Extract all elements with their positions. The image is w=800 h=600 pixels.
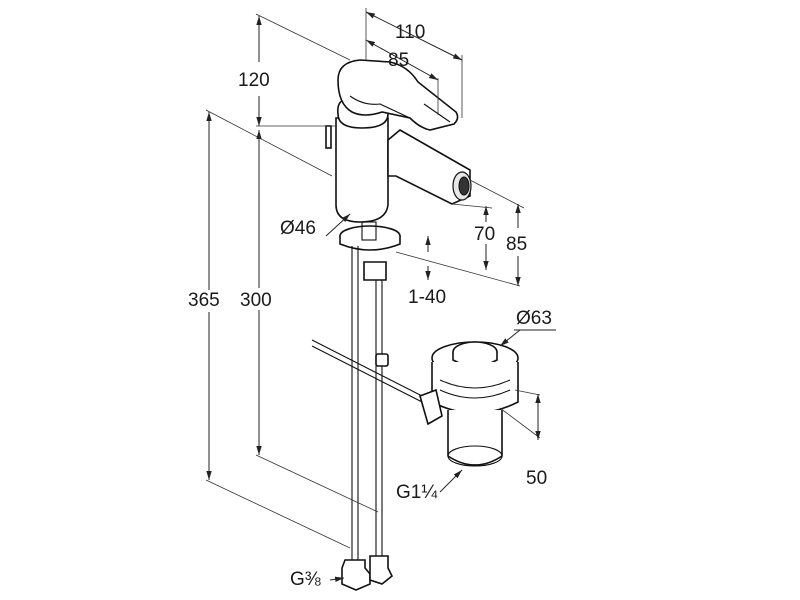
pop-up-rod (325, 125, 332, 149)
dimension-lines (206, 11, 556, 582)
dim-365-label: 365 (188, 290, 220, 311)
hose-connector-left (341, 559, 371, 591)
hose-connector-right (369, 555, 394, 585)
dim-50-label: 50 (526, 468, 547, 489)
dim-g3-eighth-label: G⅜ (290, 569, 321, 590)
dim-120-label: 120 (238, 70, 270, 91)
mixer-body (325, 59, 472, 223)
dim-diameter-46-label: Ø46 (280, 218, 316, 239)
dim-g1-quarter-label: G1¼ (396, 482, 438, 503)
dim-85-handle-label: 85 (388, 50, 409, 71)
dim-85-spout-label: 85 (506, 234, 527, 255)
dim-300-label: 300 (240, 290, 272, 311)
pop-up-waste (419, 341, 519, 467)
dim-1-40-label: 1-40 (408, 287, 446, 308)
dim-110-label: 110 (395, 22, 425, 43)
dimension-labels: 110 85 120 Ø46 70 85 1-40 365 300 Ø63 50… (188, 22, 552, 590)
dim-diameter-63-label: Ø63 (516, 308, 552, 329)
dim-70-label: 70 (474, 224, 495, 245)
extension-lines (205, 8, 541, 549)
mounting-assembly (311, 221, 431, 591)
